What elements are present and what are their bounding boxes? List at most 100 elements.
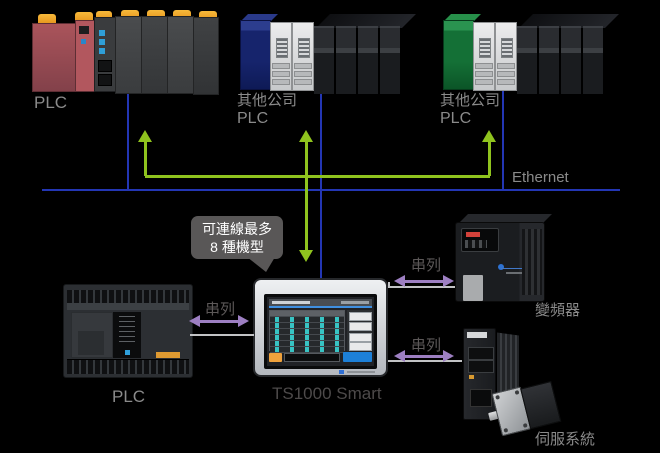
serial-arrow-left	[198, 320, 240, 323]
io-module	[193, 17, 219, 95]
connector-hook-top	[388, 282, 390, 288]
callout-bubble: 可連線最多 8 種機型	[191, 216, 283, 259]
ethernet-label: Ethernet	[512, 169, 569, 186]
vent-slots	[522, 229, 542, 295]
seven-segment-display	[466, 232, 480, 237]
arrowhead-right-icon	[238, 315, 249, 327]
serial-arrow-servo	[403, 355, 445, 358]
io-module-black	[380, 26, 400, 94]
ethernet-module	[94, 17, 116, 92]
cpu-module-blue	[240, 20, 271, 90]
hmi-title-bar	[269, 299, 372, 308]
io-module-black	[358, 26, 378, 94]
drive-connector	[468, 360, 494, 373]
hmi-label: TS1000 Smart	[272, 384, 382, 403]
arrowhead-left-icon	[394, 350, 405, 362]
servo-label: 伺服系統	[535, 431, 596, 448]
green-arrowhead-up-right-icon	[482, 130, 496, 142]
hmi-screen-panel	[267, 297, 374, 366]
module-cap	[38, 14, 56, 24]
rating-sticker	[463, 275, 483, 301]
hmi-message-bar	[284, 353, 340, 362]
modular-plc-illustration	[32, 10, 219, 95]
module-cap	[147, 10, 165, 20]
module-cap	[199, 11, 217, 21]
plc-top-middle-label-line2: PLC	[237, 110, 269, 127]
module-cap	[121, 10, 139, 20]
arrowhead-left-icon	[189, 315, 200, 327]
serial-servo-label: 串列	[411, 337, 442, 354]
io-module-black	[583, 26, 603, 94]
callout-line2: 8 種機型	[210, 238, 264, 255]
drive-connector-bottom	[470, 389, 492, 407]
arrowhead-left-icon	[394, 275, 405, 287]
third-party-plc-blue-illustration	[238, 12, 416, 94]
rj45-port	[98, 74, 112, 86]
serial-inverter-label: 串列	[411, 257, 442, 274]
ethernet-bus-line	[42, 189, 620, 191]
model-sticker	[156, 352, 180, 358]
hmi-blue-button	[343, 352, 372, 362]
hmi-button-column	[347, 310, 372, 351]
inverter-body	[455, 222, 545, 302]
terminal-row-top	[67, 290, 189, 304]
green-arrow-shaft-middle	[305, 141, 308, 251]
io-module-black	[517, 26, 537, 94]
io-module	[141, 16, 168, 94]
io-module-white	[270, 22, 292, 91]
module-cap	[173, 10, 191, 20]
green-arrowhead-up-left-icon	[138, 130, 152, 142]
module-cap	[75, 12, 93, 22]
drive-connector	[468, 347, 494, 360]
plc-top-right-label-line1: 其他公司	[440, 92, 501, 109]
io-module-white	[473, 22, 495, 91]
inverter-illustration	[455, 214, 552, 302]
hmi-device	[253, 278, 388, 377]
brand-logo-icon	[339, 370, 344, 374]
io-module-white	[292, 22, 314, 91]
plc-top-right-label-line2: PLC	[440, 110, 472, 127]
connector-line-inverter	[388, 286, 458, 288]
terminal-row-bottom	[67, 359, 189, 374]
arrowhead-right-icon	[443, 350, 454, 362]
plc-top-middle-label-line1: 其他公司	[237, 92, 298, 109]
arrowhead-right-icon	[443, 275, 454, 287]
io-module	[115, 16, 142, 94]
connector-line-left	[190, 334, 254, 336]
third-party-plc-green-illustration	[441, 12, 619, 94]
io-cover-left	[71, 312, 113, 358]
callout-line1: 可連線最多	[202, 220, 272, 237]
power-supply-module	[32, 23, 76, 92]
module-cap	[96, 11, 112, 21]
keypad-panel	[461, 228, 499, 252]
ethernet-drop-left	[127, 92, 129, 190]
plc-top-left-label: PLC	[34, 93, 68, 112]
green-arrowhead-up-middle-icon	[299, 130, 313, 142]
green-arrow-shaft-right	[488, 141, 491, 176]
cpu-module-green	[443, 20, 474, 90]
serial-left-label: 串列	[205, 301, 236, 318]
io-module-black	[336, 26, 356, 94]
green-arrow-horizontal	[145, 175, 490, 178]
inverter-label: 變頻器	[535, 302, 581, 319]
led-panel	[113, 312, 141, 358]
cpu-module	[75, 20, 95, 92]
hmi-orange-button	[269, 353, 282, 362]
connector-line-servo	[388, 360, 462, 362]
io-module-black	[314, 26, 334, 94]
io-module-white	[495, 22, 517, 91]
ethernet-drop-middle	[320, 90, 322, 278]
io-module-black	[561, 26, 581, 94]
serial-arrow-inverter	[403, 280, 445, 283]
servo-drive-illustration	[463, 328, 496, 420]
io-module-black	[539, 26, 559, 94]
rj45-port	[98, 60, 112, 72]
ethernet-drop-right	[502, 88, 504, 190]
hmi-screen	[264, 294, 377, 369]
brand-text	[347, 371, 375, 373]
logo-dot-icon	[498, 264, 504, 270]
green-arrowhead-down-icon	[299, 250, 313, 262]
callout-tail	[247, 257, 275, 272]
io-module	[167, 16, 194, 94]
